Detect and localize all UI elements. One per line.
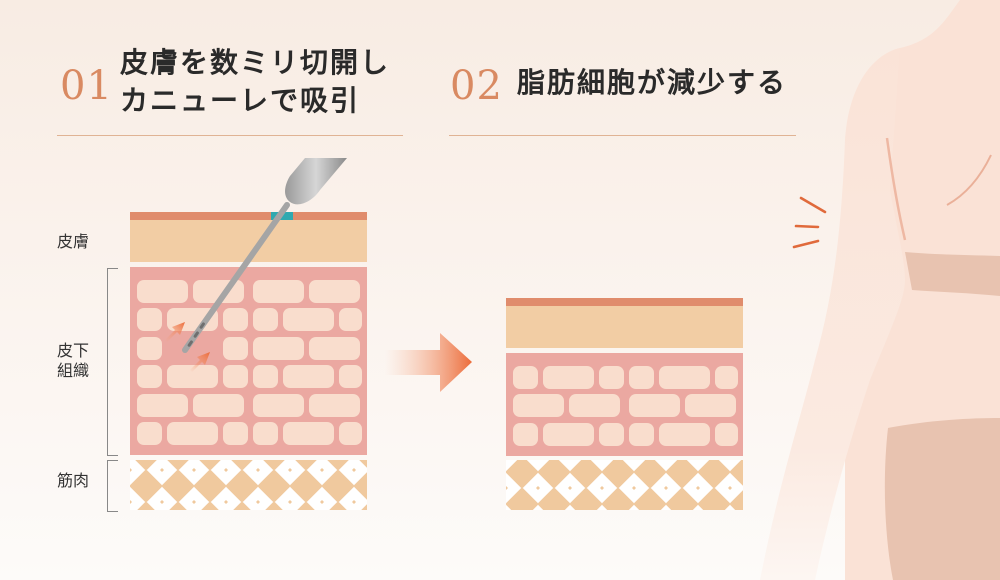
epidermis-layer (130, 212, 367, 220)
step-2-divider (449, 135, 796, 136)
fat-cells (513, 366, 738, 446)
label-subcutaneous: 皮下 組織 (57, 341, 90, 380)
suction-arrows (165, 322, 210, 372)
label-skin: 皮膚 (57, 232, 90, 251)
transition-arrow-icon (385, 333, 472, 392)
after-skin-cross-section (506, 298, 743, 510)
muscle-layer (506, 460, 743, 510)
dermis-layer (506, 306, 743, 348)
epidermis-layer (506, 298, 743, 306)
step-2-title: 脂肪細胞が減少する (517, 66, 788, 99)
before-skin-cross-section (130, 158, 367, 510)
fat-cells (137, 280, 362, 445)
muscle-layer (130, 460, 367, 510)
step-1-divider (57, 135, 403, 136)
bracket-muscle (107, 460, 118, 512)
step-2-number: 02 (450, 63, 503, 109)
step-1-number: 01 (60, 63, 113, 109)
bracket-subcutaneous (107, 268, 118, 456)
step-1-title: 皮膚を数ミリ切開し カニューレで吸引 (120, 46, 391, 117)
cannula-handle (285, 158, 347, 205)
label-muscle: 筋肉 (57, 471, 90, 490)
